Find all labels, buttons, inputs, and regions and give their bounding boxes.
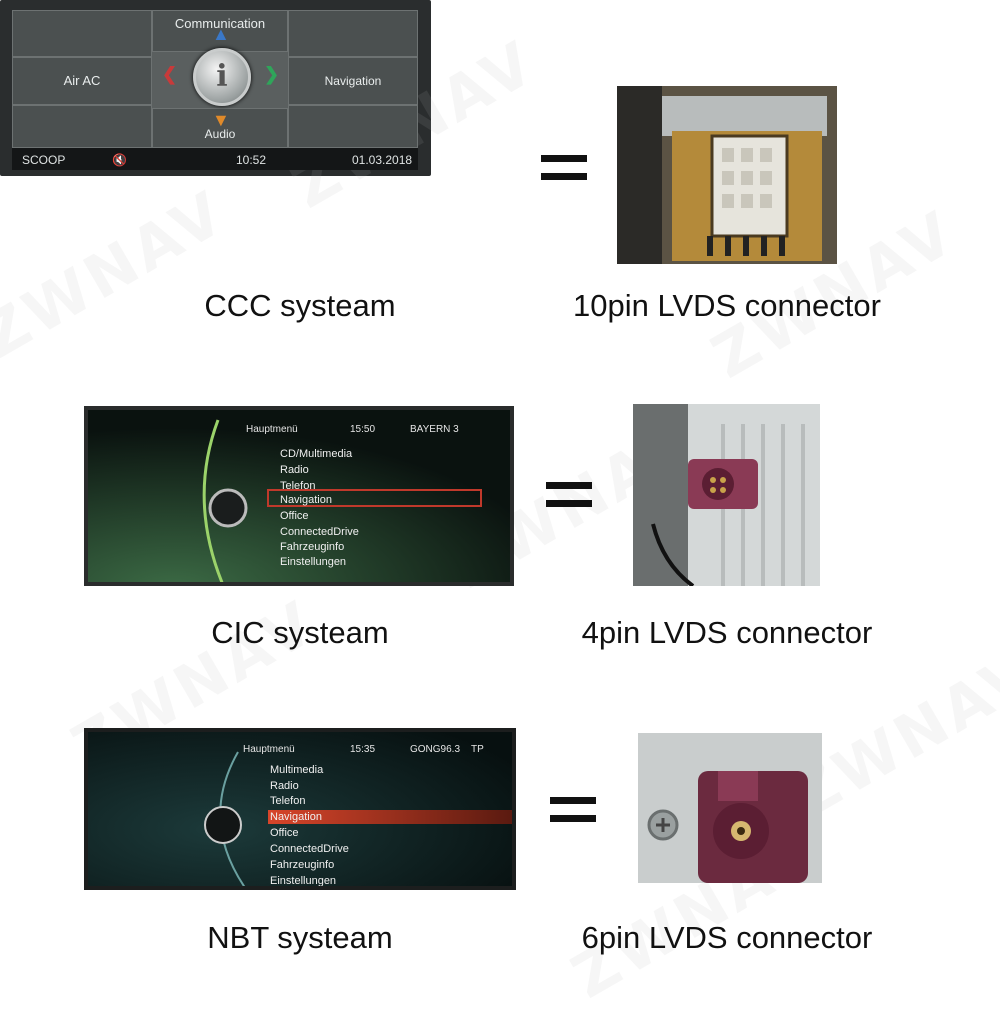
cic-menu-item: ConnectedDrive — [280, 526, 359, 538]
info-icon: i — [193, 48, 251, 106]
ccc-audio-label: Audio — [204, 127, 236, 141]
ccc-status-source: SCOOP — [22, 153, 66, 167]
nbt-system-label: NBT systeam — [207, 920, 393, 955]
ccc-navigation-tile: Navigation — [288, 57, 418, 105]
ccc-communication-label: Communication — [174, 16, 266, 31]
cic-menu-item: Telefon — [280, 480, 316, 492]
cic-header-time: 15:50 — [350, 424, 376, 435]
nbt-menu-item: ConnectedDrive — [270, 843, 349, 855]
ccc-navigation-label: Navigation — [324, 74, 382, 88]
connector-10pin-photo — [617, 86, 837, 264]
connector-10pin-drawing — [617, 86, 837, 264]
nbt-connector-label: 6pin LVDS connector — [581, 920, 873, 955]
connector-6pin-drawing — [638, 733, 822, 883]
chevron-right-icon: ❯ — [264, 64, 280, 84]
ccc-top-left-cell — [12, 10, 152, 57]
ccc-screen-image: Communication Air AC Navigation Audio ▲ … — [0, 0, 431, 176]
nbt-header-time: 15:35 — [350, 744, 376, 755]
nbt-header-title: Hauptmenü — [243, 744, 295, 755]
cic-background-drawing — [88, 410, 510, 582]
ccc-audio-tile: Audio — [152, 108, 288, 148]
nbt-header-tp: TP — [471, 744, 484, 755]
nbt-menu-item-selected: Navigation — [270, 811, 322, 823]
ccc-status-time: 10:52 — [236, 153, 267, 167]
nbt-menu-item: Multimedia — [270, 764, 324, 776]
chevron-left-icon: ❮ — [162, 64, 178, 84]
connector-4pin-photo — [633, 404, 820, 586]
nbt-menu-item: Office — [270, 827, 299, 839]
ccc-bottom-left-cell — [12, 105, 152, 148]
nbt-menu-item: Einstellungen — [270, 875, 337, 887]
cic-header-title: Hauptmenü — [246, 424, 298, 435]
ccc-air-ac-label: Air AC — [63, 73, 101, 88]
nbt-screen-image: Hauptmenü 15:35 GONG96.3 TP Multimedia R… — [84, 728, 516, 890]
cic-menu-item-selected: Navigation — [280, 494, 332, 506]
cic-menu-item: Office — [280, 510, 309, 522]
cic-menu-item: Einstellungen — [280, 556, 347, 568]
nbt-menu-item: Fahrzeuginfo — [270, 859, 335, 871]
ccc-system-label: CCC systeam — [204, 288, 396, 323]
ccc-air-ac-tile: Air AC — [12, 57, 152, 105]
ccc-communication-tile: Communication — [152, 10, 288, 52]
nbt-background-drawing — [88, 732, 512, 886]
cic-connector-label: 4pin LVDS connector — [581, 615, 873, 650]
ccc-status-date: 01.03.2018 — [352, 153, 413, 167]
chevron-up-icon: ▲ — [212, 24, 230, 44]
cic-system-label: CIC systeam — [211, 615, 389, 650]
connector-4pin-drawing — [633, 404, 820, 586]
cic-menu-item: CD/Multimedia — [280, 448, 353, 460]
nbt-menu-item: Radio — [270, 780, 299, 792]
cic-header-station: BAYERN 3 — [410, 424, 459, 435]
cic-screen-image: Hauptmenü 15:50 BAYERN 3 CD/Multimedia R… — [84, 406, 514, 586]
ccc-status-bar: SCOOP 🔇 10:52 01.03.2018 — [12, 148, 418, 170]
ccc-bottom-right-cell — [288, 105, 418, 148]
ccc-connector-label: 10pin LVDS connector — [573, 288, 881, 323]
cic-menu-item: Radio — [280, 464, 309, 476]
mute-icon: 🔇 — [112, 153, 127, 167]
nbt-menu-item: Telefon — [270, 795, 306, 807]
nbt-header-station: GONG96.3 — [410, 744, 461, 755]
ccc-top-right-cell — [288, 10, 418, 57]
chevron-down-icon: ▼ — [212, 110, 230, 130]
cic-menu-item: Fahrzeuginfo — [280, 541, 345, 553]
connector-6pin-photo — [638, 733, 822, 883]
watermark: ZWNAV — [0, 177, 239, 373]
